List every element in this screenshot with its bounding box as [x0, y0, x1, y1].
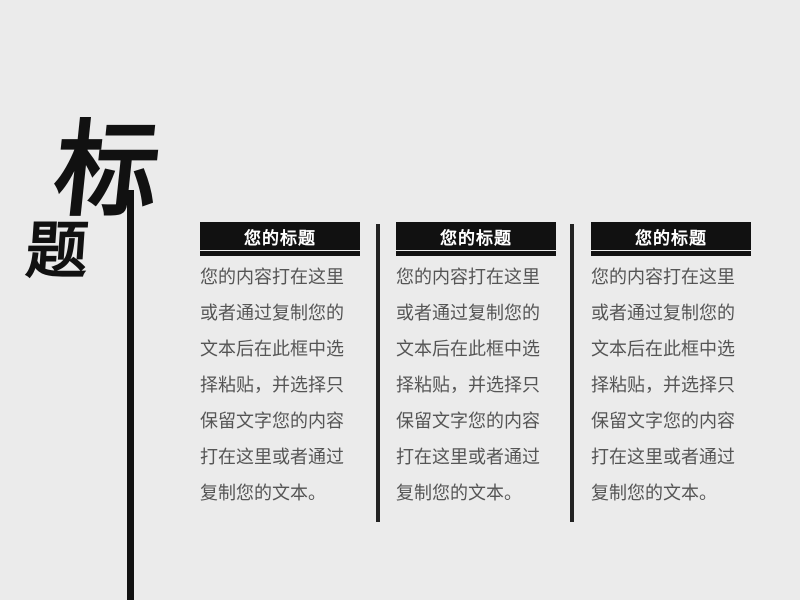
column-heading: 您的标题 — [591, 222, 751, 256]
content-column-1: 您的标题 您的内容打在这里 或者通过复制您的 文本后在此框中选 择粘贴，并选择只… — [200, 222, 360, 512]
column-divider — [376, 224, 380, 522]
title-char-1: 标 — [48, 108, 166, 231]
content-column-3: 您的标题 您的内容打在这里 或者通过复制您的 文本后在此框中选 择粘贴，并选择只… — [591, 222, 751, 512]
column-body: 您的内容打在这里 或者通过复制您的 文本后在此框中选 择粘贴，并选择只 保留文字… — [591, 267, 735, 504]
column-body: 您的内容打在这里 或者通过复制您的 文本后在此框中选 择粘贴，并选择只 保留文字… — [396, 267, 540, 504]
brush-stroke-line — [127, 190, 134, 600]
column-heading: 您的标题 — [396, 222, 556, 256]
column-body: 您的内容打在这里 或者通过复制您的 文本后在此框中选 择粘贴，并选择只 保留文字… — [200, 267, 344, 504]
content-column-2: 您的标题 您的内容打在这里 或者通过复制您的 文本后在此框中选 择粘贴，并选择只… — [396, 222, 556, 512]
title-char-2: 题 — [23, 214, 91, 287]
column-heading: 您的标题 — [200, 222, 360, 256]
column-divider — [570, 224, 574, 522]
